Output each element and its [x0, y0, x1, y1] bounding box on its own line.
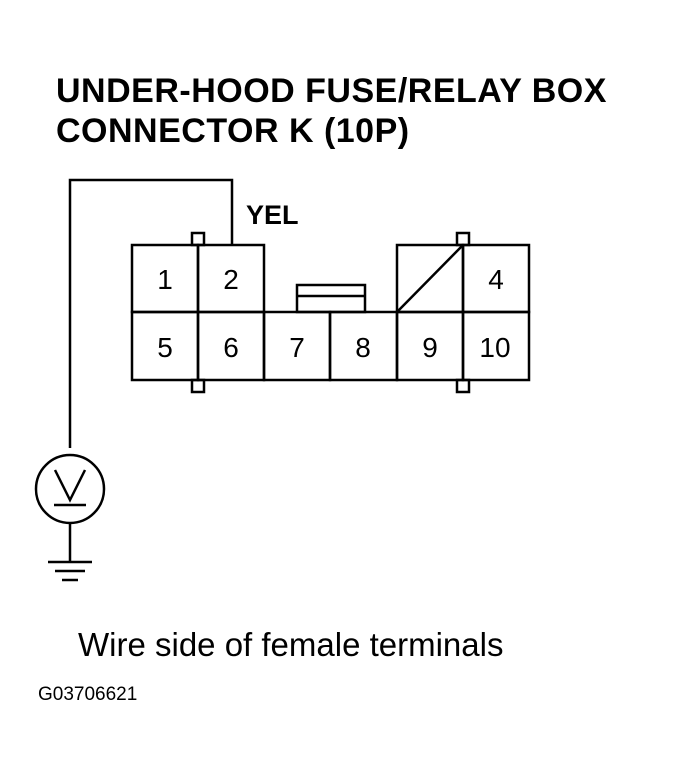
probe-wire	[68, 178, 234, 448]
figure-id: G03706621	[38, 684, 138, 705]
terminal-label-10: 10	[479, 332, 510, 363]
locking-tab	[190, 231, 206, 247]
terminal-label-9: 9	[422, 332, 438, 363]
terminal-label-5: 5	[157, 332, 173, 363]
unused-terminal-mark	[396, 244, 464, 313]
locking-tab	[455, 231, 471, 247]
terminal-label-7: 7	[289, 332, 305, 363]
terminal-label-1: 1	[157, 264, 173, 295]
view-caption: Wire side of female terminals	[78, 626, 504, 663]
terminal-label-8: 8	[355, 332, 371, 363]
diagram-title-line1: UNDER-HOOD FUSE/RELAY BOX	[56, 72, 607, 110]
terminal-cell-10	[461, 310, 531, 382]
terminal-label-6: 6	[223, 332, 239, 363]
terminal-label-2: 2	[223, 264, 239, 295]
diagram-title-line2: CONNECTOR K (10P)	[56, 112, 410, 150]
terminal-label-4: 4	[488, 264, 504, 295]
connector-key	[295, 283, 367, 314]
wire-color-label: YEL	[246, 200, 299, 230]
voltmeter-icon	[34, 453, 106, 525]
locking-tab	[190, 378, 206, 394]
locking-tab	[455, 378, 471, 394]
